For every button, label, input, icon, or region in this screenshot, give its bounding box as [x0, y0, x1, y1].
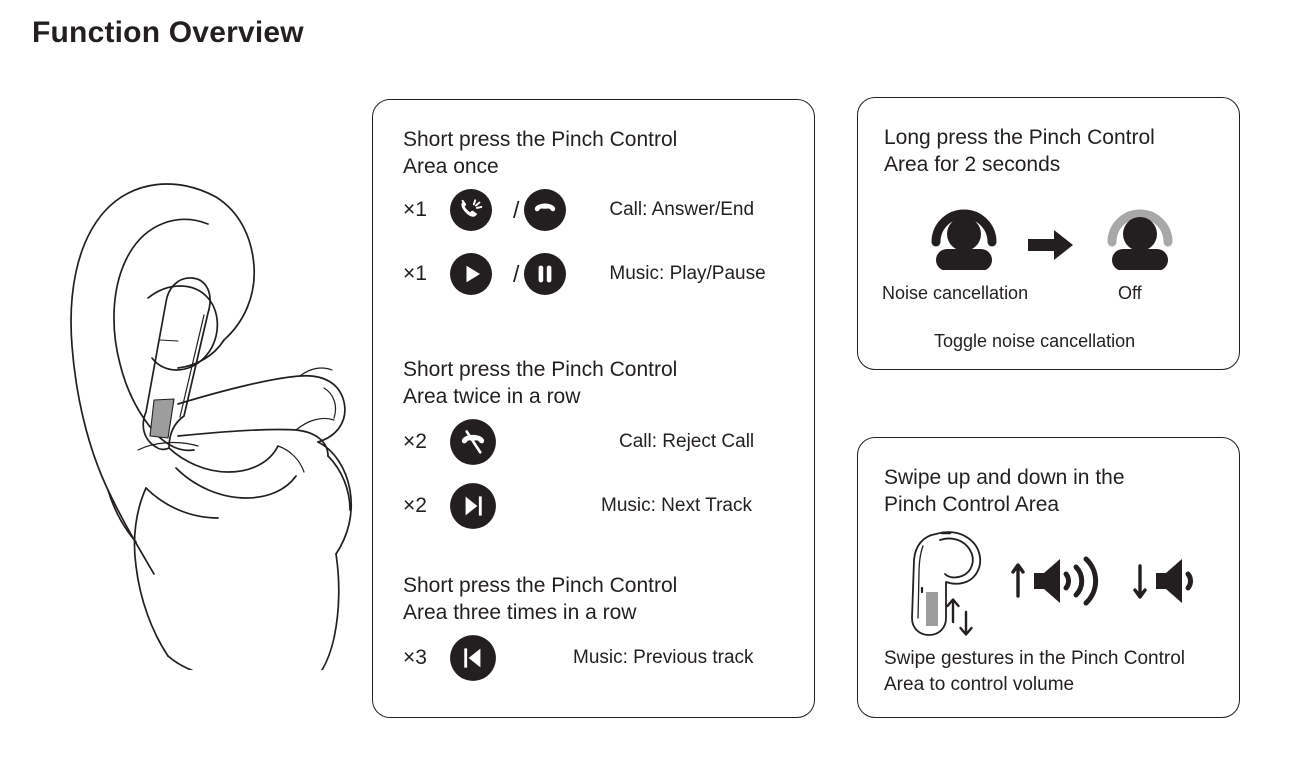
next-track-icon [449, 482, 525, 530]
press-group-once-title: Short press the Pinch Control Area once [403, 128, 678, 178]
press-row-label: Call: Answer/End [609, 199, 755, 220]
panel-short-press: Short press the Pinch Control Area once … [372, 99, 815, 718]
multiplier-label: ×2 [403, 430, 427, 453]
panel-swipe-volume: Swipe up and down in the Pinch Control A… [857, 437, 1240, 718]
call-reject-icon [449, 418, 525, 466]
press-row-label: Call: Reject Call [619, 431, 755, 452]
earbud-swipe-icon [890, 526, 1016, 651]
call-end-icon [523, 188, 585, 232]
press-group-once: Short press the Pinch Control Area once … [403, 126, 766, 295]
press-row-previous-track: ×3 Music: Previous track [403, 634, 754, 682]
press-row-label: Music: Next Track [601, 495, 752, 516]
multiplier-label: ×1 [403, 198, 427, 221]
anc-state-on-label: Noise cancellation [882, 283, 1029, 303]
anc-footer-label: Toggle noise cancellation [934, 331, 1136, 351]
multiplier-label: ×1 [403, 262, 427, 285]
anc-state-off-label: Off [1118, 283, 1142, 303]
swipe-caption: Swipe gestures in the Pinch Control Area… [884, 648, 1185, 695]
multiplier-label: ×2 [403, 494, 427, 517]
press-row-label: Music: Previous track [573, 647, 754, 668]
press-group-three-times-title: Short press the Pinch Control Area three… [403, 574, 678, 624]
previous-track-icon [449, 634, 525, 682]
page-title: Function Overview [32, 16, 304, 49]
panel-long-press-anc: Long press the Pinch Control Area for 2 … [857, 97, 1240, 370]
noise-cancellation-off-icon [1102, 202, 1178, 275]
call-answer-icon [449, 188, 511, 232]
press-group-twice: Short press the Pinch Control Area twice… [403, 356, 754, 529]
anc-title: Long press the Pinch Control Area for 2 … [884, 126, 1155, 176]
swipe-title: Swipe up and down in the Pinch Control A… [884, 466, 1125, 516]
separator-slash: / [513, 260, 520, 287]
play-icon [449, 252, 511, 296]
pause-icon [523, 252, 585, 296]
noise-cancellation-on-icon [926, 202, 1002, 275]
arrow-right-icon [1026, 228, 1076, 267]
volume-up-icon [1008, 550, 1114, 619]
press-row-play-pause: ×1 / Music: Play/Pause [403, 252, 766, 296]
press-row-call-answer-end: ×1 / Call: Answer/End [403, 188, 754, 232]
press-group-three-times: Short press the Pinch Control Area three… [403, 572, 754, 681]
volume-down-icon [1130, 550, 1216, 619]
ear-hand-earbud-drawing [70, 183, 353, 670]
press-row-next-track: ×2 Music: Next Track [403, 482, 752, 530]
separator-slash: / [513, 196, 520, 223]
hand-pinching-earbud-illustration [28, 150, 368, 670]
multiplier-label: ×3 [403, 646, 427, 669]
press-row-reject-call: ×2 Call: Reject Call [403, 418, 754, 466]
press-group-twice-title: Short press the Pinch Control Area twice… [403, 358, 678, 408]
press-row-label: Music: Play/Pause [609, 263, 766, 284]
